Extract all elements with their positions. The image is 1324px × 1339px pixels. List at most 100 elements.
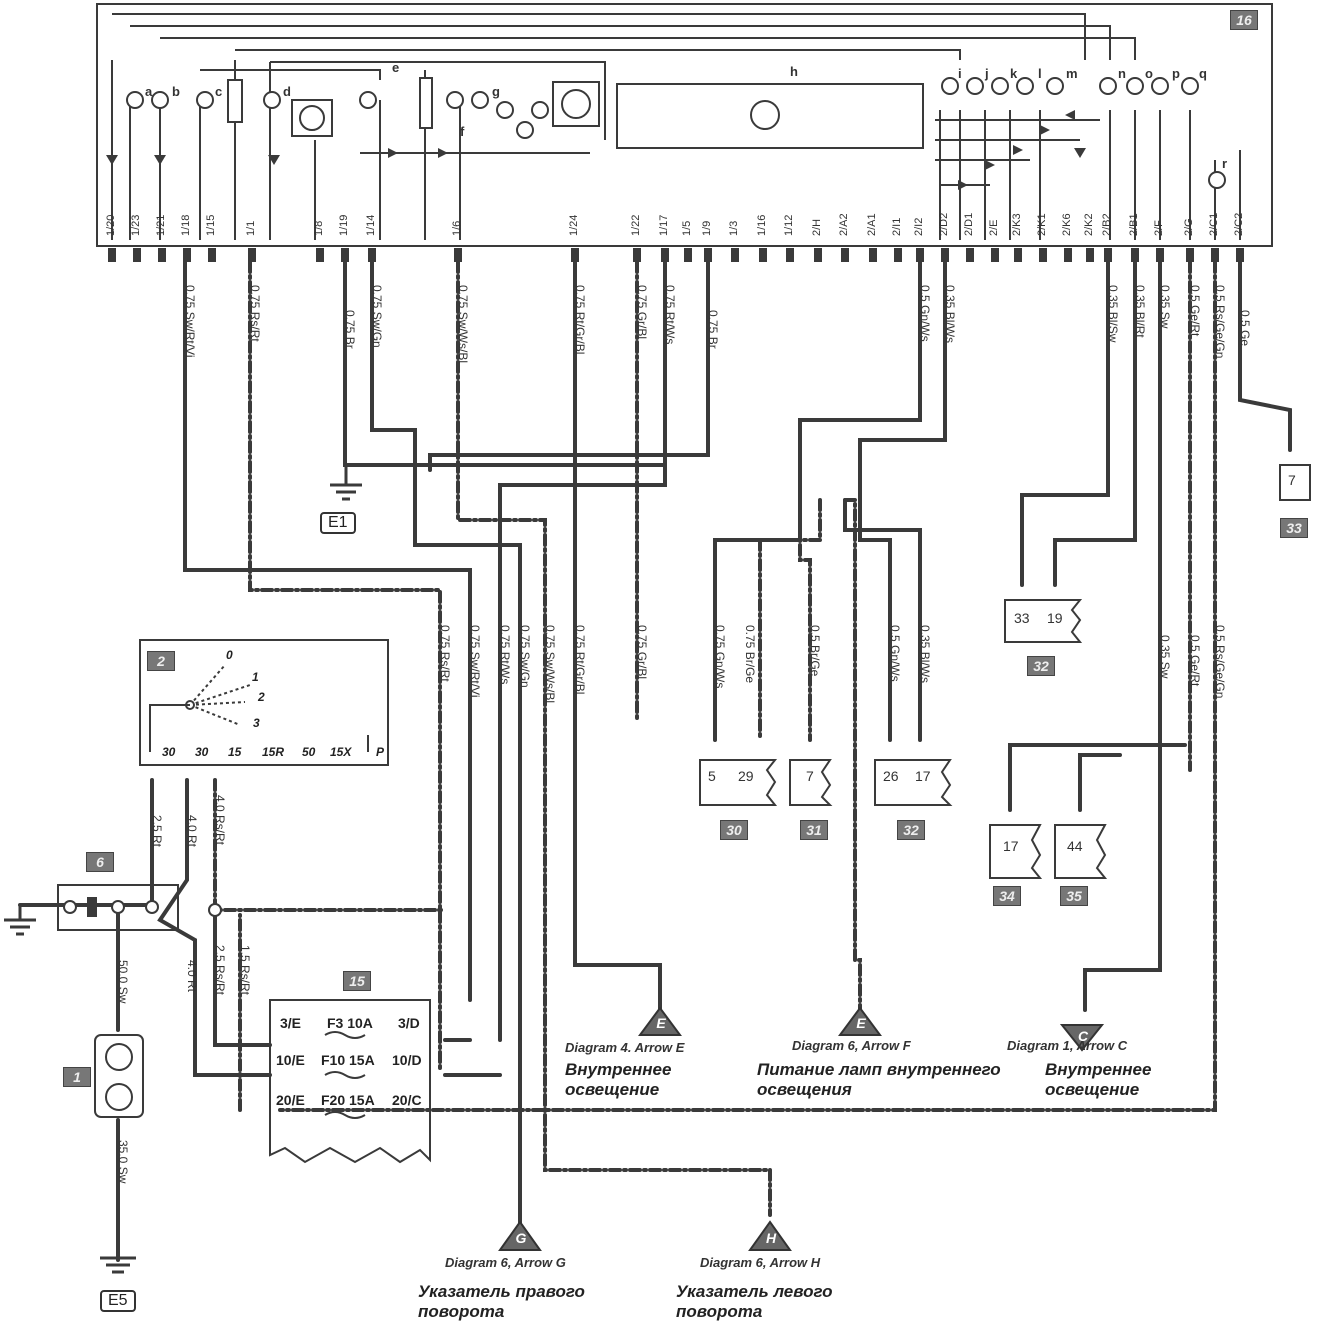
wire-label: 0.75 Sw/Ws/Bl: [456, 285, 470, 364]
switch-terminal: 30: [162, 745, 176, 759]
instrument-cluster-outline: [96, 3, 1273, 247]
cluster-pin: [208, 248, 216, 262]
cluster-pin-label: 1/15: [205, 214, 217, 236]
component-1-label: 1: [63, 1067, 91, 1087]
caption-interior-light-1: Внутреннее освещение: [565, 1060, 672, 1099]
fuse-terminal: 10/D: [392, 1052, 422, 1068]
connector-pin: 19: [1047, 610, 1063, 626]
lamp-letter: n: [1118, 66, 1126, 81]
arrow-e-label: E: [656, 1015, 666, 1031]
cluster-pin-label: 1/23: [130, 214, 142, 236]
wire-label: 0.75 Rt/Gr/Bl: [573, 625, 587, 695]
ignition-switch-outline: [139, 639, 389, 766]
lamp-letter: a: [145, 84, 153, 99]
cluster-pin-label: 1/3: [728, 220, 740, 236]
component-30-label: 30: [720, 820, 748, 840]
wire-label: 0.5 Br/Ge: [808, 625, 822, 677]
lamp-letter: f: [460, 124, 465, 139]
reference-diagram-1-c: Diagram 1, Arrow C: [1007, 1038, 1128, 1053]
component-31-label: 31: [800, 820, 828, 840]
ground-e5: E5: [100, 1290, 136, 1312]
wire-label: 4.0 Rt: [185, 815, 199, 848]
cluster-pin-label: 1/20: [105, 214, 117, 236]
component-33-label: 33: [1280, 518, 1308, 538]
component-34-label: 34: [993, 886, 1021, 906]
fuse-name: F10 15A: [321, 1052, 375, 1068]
cluster-pin: [1186, 248, 1194, 262]
cluster-pin: [966, 248, 974, 262]
cluster-pin-label: 1/21: [155, 214, 167, 236]
switch-position-2: 2: [258, 690, 265, 704]
cluster-pin-label: 1/6: [451, 220, 463, 236]
wire-label: 0.75 Gr/Bl: [635, 285, 649, 340]
reference-diagram-6-f: Diagram 6, Arrow F: [792, 1038, 911, 1053]
cluster-pin-label: 2/K3: [1011, 213, 1023, 236]
cluster-pin: [759, 248, 767, 262]
reference-diagram-6-h: Diagram 6, Arrow H: [700, 1255, 821, 1270]
cluster-pin: [814, 248, 822, 262]
wire-label: 0.5 Ge/Rt: [1188, 635, 1202, 687]
cluster-pin-label: 1/17: [658, 214, 670, 236]
cluster-pin-label: 2/E: [988, 219, 1000, 236]
cluster-pin-label: 2/B1: [1128, 213, 1140, 236]
switch-terminal: 15X: [330, 745, 352, 759]
cluster-pin: [731, 248, 739, 262]
cluster-pin-label: 2/I2: [913, 217, 925, 236]
caption-interior-light-2: Внутреннее освещение: [1045, 1060, 1152, 1099]
cluster-pin: [704, 248, 712, 262]
wire-label: 4.0 Rs/Rt: [213, 795, 227, 846]
cluster-pin: [941, 248, 949, 262]
cluster-pin-label: 1/19: [338, 214, 350, 236]
cluster-pin: [108, 248, 116, 262]
wire-label: 1.5 Rs/Rt: [238, 945, 252, 996]
lamp-letter: j: [985, 66, 989, 81]
cluster-pin-label: 2/A2: [838, 213, 850, 236]
cluster-pin: [1156, 248, 1164, 262]
cluster-pin-label: 2/K2: [1083, 213, 1095, 236]
cluster-pin-label: 1/12: [783, 214, 795, 236]
fuse-terminal: 3/D: [398, 1015, 420, 1031]
connector-pin: 17: [1003, 838, 1019, 854]
cluster-pin-label: 2/G: [1183, 218, 1195, 236]
cluster-pin-label: 2/A1: [866, 213, 878, 236]
cluster-pin-label: 2/C2: [1233, 212, 1245, 236]
wire-label: 0.75 Sw/Rt/Vi: [468, 625, 482, 698]
cluster-pin: [661, 248, 669, 262]
wire-label: 0.75 Br: [343, 310, 357, 349]
cluster-pin: [1104, 248, 1112, 262]
cluster-pin-label: 1/1: [245, 220, 257, 236]
cluster-pin: [633, 248, 641, 262]
lamp-letter: o: [1145, 66, 1153, 81]
wire-label: 0.5 Gn/Ws: [918, 285, 932, 342]
wire-label: 0.35 Bl/Ws: [918, 625, 932, 684]
cluster-pin: [1064, 248, 1072, 262]
lamp-letter: e: [392, 60, 400, 75]
cluster-display-block: [616, 83, 924, 149]
reference-diagram-6-g: Diagram 6, Arrow G: [445, 1255, 566, 1270]
cluster-pin: [841, 248, 849, 262]
wire-label: 0.75 Br/Ge: [743, 625, 757, 684]
wire-label: 2.5 Rt: [150, 815, 164, 848]
cluster-pin: [571, 248, 579, 262]
cluster-pin: [916, 248, 924, 262]
wire-label: 0.5 Rs/Ge/Gn: [1213, 625, 1227, 699]
fuse-name: F3 10A: [327, 1015, 373, 1031]
cluster-pin: [991, 248, 999, 262]
cluster-pin: [183, 248, 191, 262]
wire-label: 50.0 Sw: [116, 960, 130, 1004]
cluster-pin-label: 2/K6: [1061, 213, 1073, 236]
switch-terminal: P: [376, 745, 385, 759]
wire-label: 0.75 Rt/Ws: [498, 625, 512, 685]
switch-position-1: 1: [252, 670, 259, 684]
fuse-terminal: 20/C: [392, 1092, 422, 1108]
connector-pin: 26: [883, 768, 899, 784]
fuse-box-outline: [269, 999, 431, 1164]
wire-label: 0.75 Gr/Bl: [635, 625, 649, 680]
cluster-pin: [248, 248, 256, 262]
lamp-letter: q: [1199, 66, 1207, 81]
fuse-terminal: 10/E: [276, 1052, 305, 1068]
wire-label: 0.75 Br: [706, 310, 720, 349]
wire-label: 0.75 Sw/Gn: [370, 285, 384, 348]
cluster-pin: [158, 248, 166, 262]
